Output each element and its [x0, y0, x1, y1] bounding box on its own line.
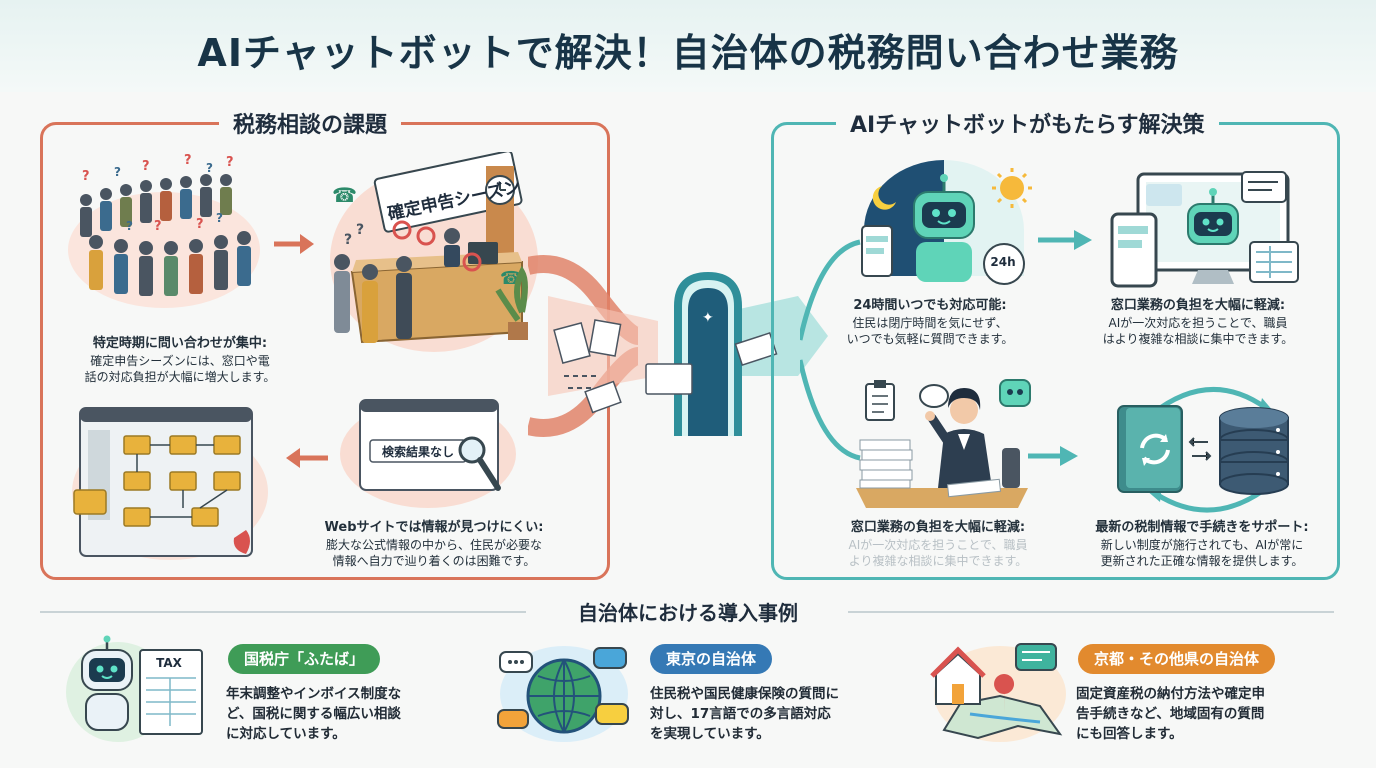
svg-text:?: ? [226, 155, 234, 170]
robot-24h-illustration [861, 160, 1032, 285]
arrow-left-icon [286, 448, 328, 468]
tax-counter-illustration: ☎ ☎ ?? [330, 152, 538, 352]
solution-line-4b: 更新された正確な情報を提供します。 [1100, 554, 1304, 568]
solution-line-3a: AIが一次対応を担うことで、職員 [848, 538, 1028, 552]
ai-gate-illustration: ✦ [528, 255, 828, 437]
svg-text:?: ? [154, 219, 162, 234]
case1-line3: に対応しています。 [226, 726, 346, 742]
tax-robot-illustration [66, 635, 203, 742]
solution-caption-2: 窓口業務の負担を大幅に軽減: AIが一次対応を担うことで、職員 はより複雑な相談… [1078, 298, 1318, 347]
case3-line1: 固定資産税の納付方法や確定申 [1076, 686, 1265, 702]
case1-line1: 年末調整やインボイス制度な [226, 686, 402, 702]
section-divider-right [848, 611, 1334, 613]
solution-line-1a: 住民は閉庁時間を気にせず、 [852, 316, 1008, 330]
title-banner [0, 0, 1376, 92]
arrow-right-icon [274, 234, 314, 254]
solution-line-3b: より複雑な相談に集中できます。 [848, 554, 1028, 568]
challenges-panel-title: 税務相談の課題 [219, 107, 402, 139]
svg-text:?: ? [216, 211, 223, 225]
case-badge-nta: 国税庁「ふたば」 [228, 644, 381, 674]
svg-text:?: ? [344, 232, 352, 248]
challenge-heading-2: Webサイトでは情報が見つけにくい: [324, 520, 544, 535]
database-sync-illustration [1117, 387, 1289, 513]
svg-text:?: ? [356, 222, 364, 238]
multilingual-globe-illustration [497, 646, 629, 742]
case-text-kyoto: 固定資産税の納付方法や確定申 告手続きなど、地域固有の質問 にも回答します。 [1076, 684, 1306, 744]
case-studies-title: 自治体における導入事例 [578, 601, 798, 625]
solution-caption-4: 最新の税制情報で手続きをサポート: 新しい制度が施行されても、AIが常に 更新さ… [1072, 520, 1332, 569]
search-input: 検索結果なし [381, 445, 454, 459]
svg-text:✦: ✦ [702, 310, 714, 326]
svg-text:?: ? [196, 217, 204, 232]
svg-text:?: ? [82, 169, 90, 184]
challenge-line-2b: 情報へ自力で辿り着くのは困難です。 [332, 554, 536, 568]
challenge-caption-2: Webサイトでは情報が見つけにくい: 膨大な公式情報の中から、住民が必要な 情報… [300, 520, 568, 569]
svg-text:?: ? [114, 165, 121, 179]
solution-heading-2: 窓口業務の負担を大幅に軽減: [1110, 298, 1286, 313]
challenge-heading-1: 特定時期に問い合わせが集中: [92, 336, 268, 351]
case3-line2: 告手続きなど、地域固有の質問 [1076, 706, 1265, 722]
solutions-panel-title: AIチャットボットがもたらす解決策 [836, 107, 1219, 139]
case2-line1: 住民税や国民健康保険の質問に [650, 686, 839, 702]
challenge-line-1b: 話の対応負担が大幅に増大します。 [84, 370, 276, 384]
case-badge-kyoto: 京都・その他県の自治体 [1078, 644, 1276, 674]
challenges-panel: 税務相談の課題 [40, 107, 610, 580]
challenge-line-2a: 膨大な公式情報の中から、住民が必要な [325, 538, 542, 552]
tax-document-label: TAX [156, 656, 182, 670]
solution-line-2a: AIが一次対応を担うことで、職員 [1108, 316, 1288, 330]
multi-device-robot-illustration [1110, 171, 1299, 288]
solution-line-2b: はより複雑な相談に集中できます。 [1102, 332, 1294, 346]
svg-text:?: ? [206, 161, 213, 175]
folder-maze-illustration [72, 407, 268, 560]
svg-text:?: ? [126, 219, 133, 233]
local-map-illustration [930, 643, 1066, 742]
staff-worker-illustration [856, 379, 1031, 508]
solutions-panel: AIチャットボットがもたらす解決策 [771, 107, 1340, 580]
solution-heading-4: 最新の税制情報で手続きをサポート: [1095, 520, 1309, 535]
challenge-caption-1: 特定時期に問い合わせが集中: 確定申告シーズンには、窓口や電 話の対応負担が大幅… [60, 336, 300, 385]
case-text-tokyo: 住民税や国民健康保険の質問に 対し、17言語での多言語対応 を実現しています。 [650, 684, 880, 744]
solution-caption-3: 窓口業務の負担を大幅に軽減: AIが一次対応を担うことで、職員 より複雑な相談に… [826, 520, 1050, 569]
svg-text:☎: ☎ [332, 183, 357, 207]
case-text-nta: 年末調整やインボイス制度な ど、国税に関する幅広い相談 に対応しています。 [226, 684, 456, 744]
challenge-line-1a: 確定申告シーズンには、窓口や電 [90, 354, 270, 368]
case1-line2: ど、国税に関する幅広い相談 [226, 706, 401, 722]
solution-caption-1: 24時間いつでも対応可能: 住民は閉庁時間を気にせず、 いつでも気軽に質問できま… [820, 298, 1040, 347]
crowded-queue-illustration: ???? ?? ???? [68, 153, 260, 308]
svg-text:?: ? [142, 159, 150, 174]
section-divider-left [40, 611, 526, 613]
case2-line2: 対し、17言語での多言語対応 [650, 706, 831, 722]
case2-line3: を実現しています。 [650, 726, 770, 742]
solution-line-1b: いつでも気軽に質問できます。 [846, 332, 1014, 346]
case-badge-tokyo: 東京の自治体 [650, 644, 773, 674]
svg-text:?: ? [184, 153, 192, 168]
case3-line3: にも回答します。 [1076, 726, 1183, 742]
search-window-illustration [340, 399, 516, 508]
solution-line-4a: 新しい制度が施行されても、AIが常に [1100, 538, 1304, 552]
solution-connectors [800, 230, 1092, 466]
solution-heading-3: 窓口業務の負担を大幅に軽減: [850, 520, 1026, 535]
page-title: AIチャットボットで解決！自治体の税務問い合わせ業務 [197, 31, 1179, 75]
24h-badge: 24h [990, 255, 1016, 269]
solution-heading-1: 24時間いつでも対応可能: [853, 298, 1007, 313]
